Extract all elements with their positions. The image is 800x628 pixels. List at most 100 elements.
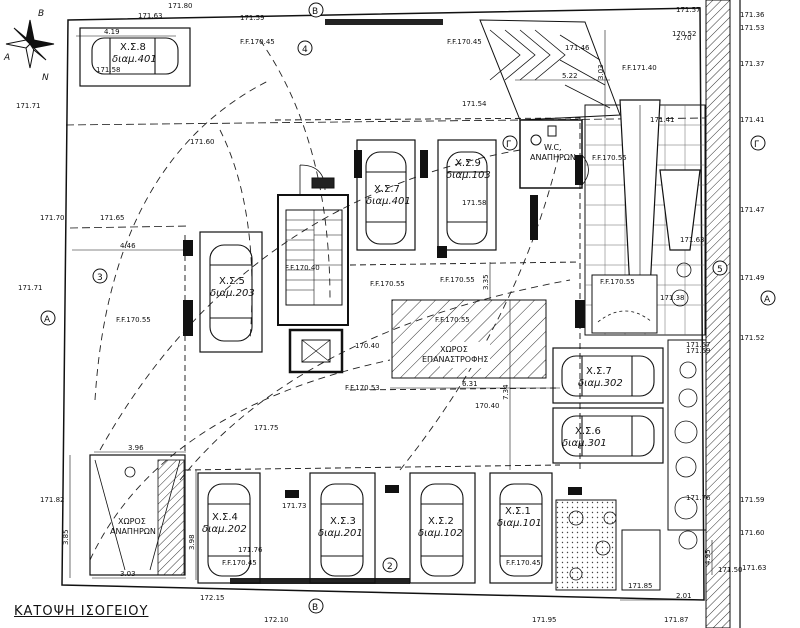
stall-4-owner: διαμ.202 [202, 524, 247, 535]
dim: 4.46 [120, 242, 136, 250]
ff-right: F.F.171.40 [622, 64, 657, 72]
spot-level: 171.59 [240, 14, 265, 22]
stall-7b-owner: διαμ.302 [578, 378, 623, 389]
stall-2-code: Χ.Σ.2 [428, 516, 454, 527]
spot-level: 171.85 [628, 582, 653, 590]
turning-area [391, 299, 547, 379]
stall-6-code: Χ.Σ.6 [575, 426, 601, 437]
stall-3-owner: διαμ.201 [318, 528, 363, 539]
ff-bottom2: F.F.170.45 [222, 559, 257, 567]
dim: 3.03 [120, 570, 136, 578]
spot-level: 171.57 [686, 341, 711, 349]
spot-level: 171.82 [40, 496, 65, 504]
spot-level: 171.60 [190, 138, 215, 146]
section-g-right: Γ [754, 140, 759, 150]
spot-level: 171.58 [96, 66, 121, 74]
spot-level: 171.70 [40, 214, 65, 222]
spot-level: 171.38 [660, 294, 685, 302]
spot-level: 172.15 [200, 594, 225, 602]
planting-strip [555, 339, 707, 591]
dim: 3.96 [128, 444, 144, 452]
drawing-title: ΚΑΤΟΨΗ ΙΣΟΓΕΙΟΥ [14, 604, 149, 619]
ff-mid1: F.F.170.55 [370, 280, 405, 288]
dim: 3.35 [482, 274, 490, 290]
spot-level: 171.65 [100, 214, 125, 222]
spot-level: 171.76 [238, 546, 263, 554]
accessible-wc [519, 119, 589, 189]
dim: 2.01 [676, 592, 692, 600]
section-b-top: B [312, 7, 318, 17]
ff-ramp: F.F.170.55 [435, 316, 470, 324]
spot-level: 171.60 [740, 529, 765, 537]
spot-level: 171.54 [462, 100, 487, 108]
grid-mark-2: 2 [387, 562, 393, 572]
disabled-label-2: ΑΝΑΠΗΡΩΝ [110, 527, 156, 536]
car-outlines [91, 37, 655, 577]
dim: 2.70 [676, 34, 692, 42]
north-arrow-icon [5, 19, 55, 69]
spot-level: 171.59 [740, 496, 765, 504]
dimension-lines [69, 30, 713, 601]
courtyard [584, 99, 706, 336]
staircase [277, 164, 349, 326]
spot-level: 171.50 [718, 566, 743, 574]
spot-level: 172.10 [264, 616, 289, 624]
spot-level: 171.58 [462, 199, 487, 207]
stall-3-code: Χ.Σ.3 [330, 516, 356, 527]
section-a-right: A [764, 295, 771, 305]
ff-lift: 170.40 [355, 342, 380, 350]
dim: 3.98 [188, 534, 196, 550]
spot-level: 171.41 [740, 116, 765, 124]
section-a-left: A [44, 315, 51, 325]
ff-wc: F.F.170.55 [592, 154, 627, 162]
spot-level: 171.49 [740, 274, 765, 282]
grid-mark-5: 5 [717, 265, 723, 275]
spot-level: 171.87 [664, 616, 689, 624]
spot-level: 171.63 [680, 236, 705, 244]
section-markers [40, 2, 776, 614]
stall-1-owner: διαμ.101 [497, 518, 542, 529]
stall-7b-code: Χ.Σ.7 [586, 366, 612, 377]
ff-bottom-right: F.F.170.45 [506, 559, 541, 567]
spot-level: 171.76 [686, 494, 711, 502]
stall-2-owner: διαμ.102 [418, 528, 463, 539]
ff-mid2: F.F.170.55 [440, 276, 475, 284]
wc-label-2: ΑΝΑΠΗΡΩΝ [530, 153, 576, 162]
spot-level: 171.36 [740, 11, 765, 19]
spot-level: 171.53 [740, 24, 765, 32]
disabled-space-markings [94, 459, 185, 576]
wc-label-1: W.C. [544, 143, 562, 152]
boundary-strip [705, 0, 741, 628]
dim: 3.85 [62, 529, 70, 545]
grid-mark-3: 3 [97, 273, 103, 283]
columns [183, 150, 585, 498]
compass-a: A [3, 53, 10, 63]
dimension-values: 4.19 4.46 3.96 3.85 3.03 3.98 5.22 3.03 … [62, 28, 712, 600]
spot-level: 171.52 [740, 334, 765, 342]
ramp-label-1: ΧΩΡΟΣ [440, 345, 468, 354]
stall-9-owner: διαμ.103 [446, 170, 491, 181]
floor-levels: F.F.170.45 F.F.170.45 F.F.171.40 F.F.170… [116, 38, 657, 567]
elevator [288, 328, 344, 374]
boundary-wall-top [325, 19, 443, 25]
spot-level: 171.73 [282, 502, 307, 510]
ff-stair: F.F.170.40 [285, 264, 320, 272]
ff-top2: F.F.170.45 [447, 38, 482, 46]
ff-mid3: F.F.170.55 [600, 278, 635, 286]
stall-5-code: Χ.Σ.5 [219, 276, 245, 287]
dim: 5.22 [562, 72, 578, 80]
stall-4-code: Χ.Σ.4 [212, 512, 238, 523]
section-g-left: Γ [506, 140, 511, 150]
parking-labels: Χ.Σ.8 διαμ.401 Χ.Σ.7 διαμ.401 Χ.Σ.9 διαμ… [112, 42, 623, 539]
compass-b: B [38, 9, 44, 19]
compass-n: N [42, 73, 49, 83]
spot-level: 171.47 [740, 206, 765, 214]
dim: 3.03 [597, 64, 605, 80]
spot-level: 171.59 [686, 347, 711, 355]
entrance-ramp [479, 19, 621, 121]
section-b-bottom: B [312, 603, 318, 613]
building-outline [184, 117, 581, 471]
grid-mark-4: 4 [302, 45, 308, 55]
ff-left: F.F.170.55 [116, 316, 151, 324]
